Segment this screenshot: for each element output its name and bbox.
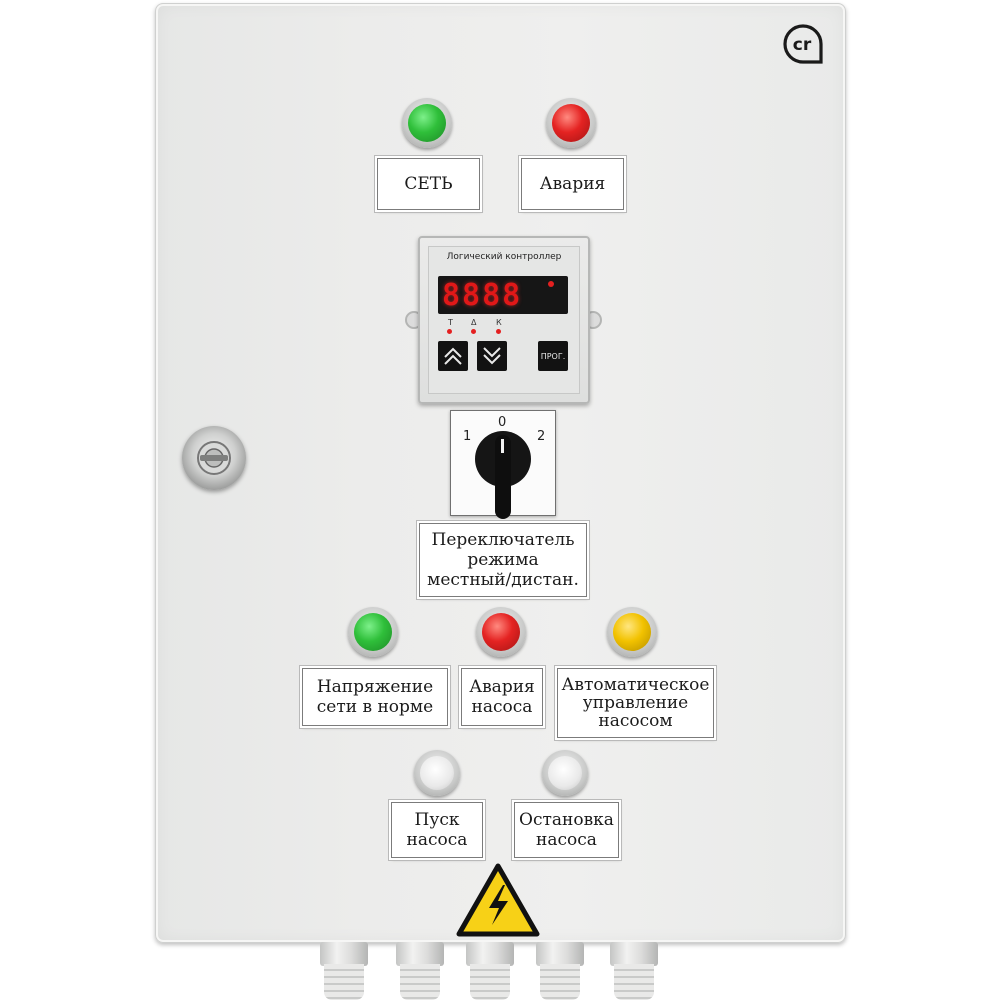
high-voltage-warning-icon xyxy=(456,863,540,937)
brand-logo: cr xyxy=(783,24,823,64)
mode-switch-label: Переключатель режима местный/дистан. xyxy=(419,523,587,597)
voltage-ok-lamp xyxy=(348,607,398,657)
cable-gland-4 xyxy=(536,942,584,1000)
pump-alarm-lamp xyxy=(476,607,526,657)
rotary-knob-icon xyxy=(475,431,531,519)
power-lamp-lens xyxy=(408,104,446,142)
chevron-double-up-icon xyxy=(444,347,462,365)
key-slot-icon xyxy=(197,441,231,475)
pump-alarm-lens xyxy=(482,613,520,651)
cable-gland-2 xyxy=(396,942,444,1000)
alarm-lamp-lens xyxy=(552,104,590,142)
pump-stop-button[interactable] xyxy=(542,750,588,796)
pump-start-button[interactable] xyxy=(414,750,460,796)
pump-stop-label: Остановка насоса xyxy=(514,802,619,858)
display-status-dot xyxy=(548,281,554,287)
controller-prog-button[interactable]: ПРОГ. xyxy=(538,341,568,371)
indicator-delta-led xyxy=(471,329,476,334)
voltage-ok-lens xyxy=(354,613,392,651)
controller-title: Логический контроллер xyxy=(446,252,562,262)
controller-up-button[interactable] xyxy=(438,341,468,371)
switch-position-2: 2 xyxy=(537,429,546,444)
pump-alarm-label: Авария насоса xyxy=(461,668,543,726)
auto-control-lamp xyxy=(607,607,657,657)
indicator-k-led xyxy=(496,329,501,334)
indicator-delta-label: Δ xyxy=(471,318,477,327)
cable-gland-5 xyxy=(610,942,658,1000)
power-indicator-lamp xyxy=(402,98,452,148)
cable-gland-3 xyxy=(466,942,514,1000)
logic-controller: Логический контроллер 8888 Т Δ К ПРОГ. xyxy=(418,236,590,404)
controller-display: 8888 xyxy=(438,276,568,314)
auto-control-lens xyxy=(613,613,651,651)
indicator-t-led xyxy=(447,329,452,334)
alarm-label: Авария xyxy=(521,158,624,210)
svg-text:cr: cr xyxy=(793,35,812,55)
cable-gland-1 xyxy=(320,942,368,1000)
controller-down-button[interactable] xyxy=(477,341,507,371)
switch-position-1: 1 xyxy=(463,429,472,444)
pump-start-button-face xyxy=(420,756,454,790)
indicator-t-label: Т xyxy=(448,318,453,327)
switch-position-0: 0 xyxy=(498,415,507,430)
power-label: СЕТЬ xyxy=(377,158,480,210)
alarm-indicator-lamp xyxy=(546,98,596,148)
voltage-ok-label: Напряжение сети в норме xyxy=(302,668,448,726)
chevron-double-down-icon xyxy=(483,347,501,365)
pump-stop-button-face xyxy=(548,756,582,790)
indicator-k-label: К xyxy=(496,318,502,327)
door-lock[interactable] xyxy=(182,426,246,490)
pump-start-label: Пуск насоса xyxy=(391,802,483,858)
mode-selector-switch[interactable]: 1 0 2 xyxy=(450,410,556,519)
display-value: 8888 xyxy=(442,278,523,313)
auto-control-label: Автоматическое управление насосом xyxy=(557,668,714,738)
